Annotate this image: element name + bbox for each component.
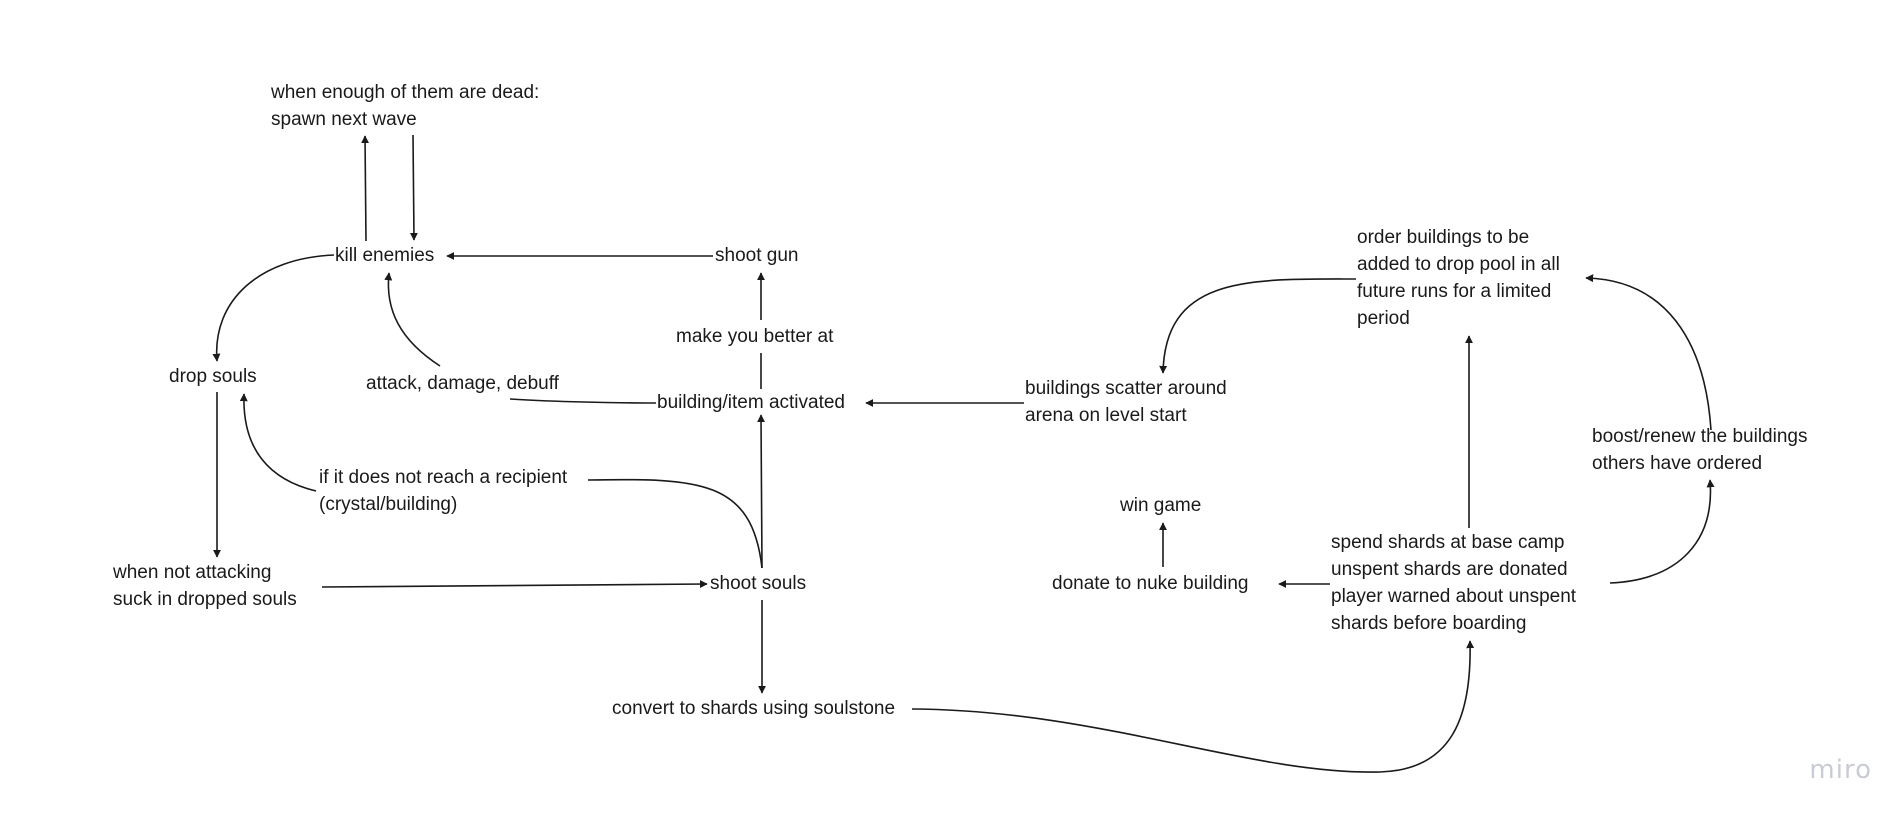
node-not-reach-recipient: if it does not reach a recipient (crysta…	[319, 467, 568, 515]
edge-attack-to-kill	[384, 272, 441, 367]
edge-boost-to-order	[1585, 274, 1712, 431]
node-spawn-next-wave: when enough of them are dead: spawn next…	[271, 82, 540, 130]
node-buildings-scatter: buildings scatter around arena on level …	[1025, 378, 1227, 426]
node-suck-in-souls: when not attacking suck in dropped souls	[113, 562, 297, 610]
node-attack-damage-debuff: attack, damage, debuff	[366, 373, 559, 394]
node-make-you-better-at: make you better at	[676, 326, 834, 347]
edge-notreach-to-dropsouls	[239, 393, 317, 492]
edge-shootsouls-to-notreach	[587, 478, 763, 569]
edge-convert-to-spend	[911, 640, 1475, 773]
edge-activated-to-attack	[509, 398, 657, 404]
edge-kill-to-dropsouls	[212, 254, 335, 362]
node-convert-shards: convert to shards using soulstone	[612, 698, 896, 719]
node-order-buildings: order buildings to be added to drop pool…	[1357, 227, 1560, 329]
node-donate-nuke: donate to nuke building	[1052, 573, 1249, 594]
edge-spawn-to-kill	[409, 134, 418, 241]
edge-suck-to-shootsouls	[321, 580, 708, 589]
edge-kill-to-spawn	[361, 135, 370, 242]
miro-watermark-logo: miro	[1809, 755, 1872, 785]
node-shoot-gun: shoot gun	[715, 245, 799, 266]
node-shoot-souls: shoot souls	[710, 573, 807, 594]
edge-shootsouls-to-activated	[757, 414, 766, 569]
node-win-game: win game	[1120, 495, 1202, 516]
node-drop-souls: drop souls	[169, 366, 257, 387]
edge-order-to-scatter	[1159, 278, 1357, 374]
node-spend-shards: spend shards at base camp unspent shards…	[1331, 532, 1577, 634]
node-building-item-activated: building/item activated	[657, 392, 845, 413]
edge-spend-to-boost	[1609, 479, 1715, 584]
node-kill-enemies: kill enemies	[335, 245, 435, 266]
node-boost-renew: boost/renew the buildings others have or…	[1592, 426, 1808, 474]
